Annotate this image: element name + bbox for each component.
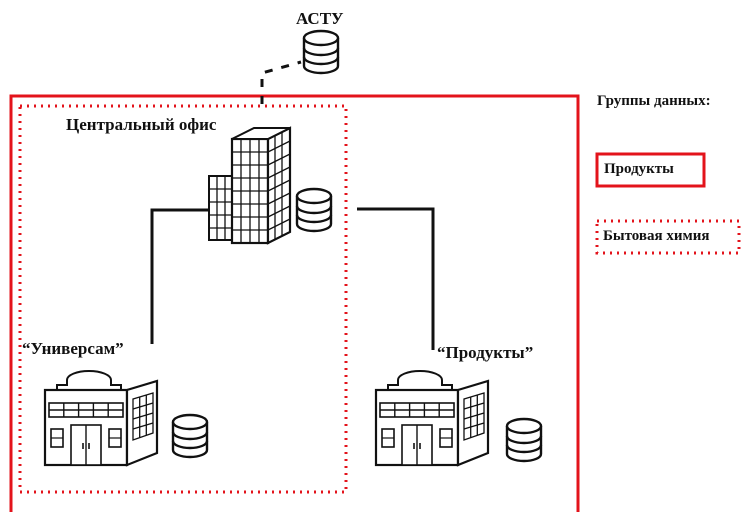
legend-title: Группы данных: (597, 93, 711, 109)
produkty-store-label: “Продукты” (437, 343, 534, 362)
produkty-database-icon (505, 417, 543, 463)
legend-item-bytovaya-khimiya: Бытовая химия (603, 228, 710, 244)
universam-connection-line (150, 208, 210, 344)
group-bytovaya-khimiya-border (18, 104, 348, 494)
universam-database-icon (171, 413, 209, 459)
produkty-connection-line (357, 207, 435, 350)
office-tower-icon (208, 126, 292, 245)
central-office-database-icon (295, 187, 333, 233)
universam-label: “Универсам” (22, 339, 124, 358)
asty-label: АСТУ (296, 9, 344, 28)
legend-item-produkty: Продукты (604, 161, 674, 177)
produkty-store-icon (374, 369, 490, 467)
group-produkty-border (9, 94, 580, 512)
universam-store-icon (43, 369, 159, 467)
asty-connection-line (260, 60, 302, 104)
asty-database-icon (302, 29, 340, 75)
legend-dotted-swatch (595, 219, 741, 255)
legend-solid-swatch (595, 152, 706, 188)
central-office-label: Центральный офис (66, 115, 217, 134)
